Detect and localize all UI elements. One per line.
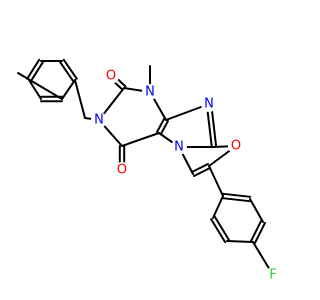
bond-line xyxy=(191,163,210,174)
bond-line xyxy=(249,198,264,223)
bond-line xyxy=(62,58,78,80)
bond-line xyxy=(221,197,251,203)
bond-line xyxy=(59,61,75,83)
molecule-structure: N N N N O O O F xyxy=(17,58,281,283)
bond-line xyxy=(192,166,211,177)
bond-line xyxy=(250,220,263,243)
bond-line xyxy=(208,165,224,197)
bond-line xyxy=(213,215,230,241)
bond-line xyxy=(159,120,169,136)
bond-line xyxy=(28,79,42,100)
atom-n-imine: N xyxy=(201,96,217,112)
atom-label-o-carbonyl-top: O xyxy=(106,69,116,84)
bond-line xyxy=(74,79,86,119)
bond-line xyxy=(226,240,254,243)
atom-o-carbonyl-top: O xyxy=(103,68,119,84)
atom-label-n-benzyl: N xyxy=(94,113,104,128)
atom-label-f-para: F xyxy=(269,268,276,283)
bond-line xyxy=(222,192,252,198)
bond-line xyxy=(29,61,44,83)
bond-line xyxy=(61,79,76,100)
atom-label-n-imine: N xyxy=(204,97,214,112)
atom-f-para: F xyxy=(265,267,281,283)
bond-line xyxy=(156,117,166,133)
atom-n-benzyl: N xyxy=(91,112,107,128)
bond-line xyxy=(212,195,224,219)
atom-label-n-bridge: N xyxy=(174,140,184,155)
atom-label-n-methyl: N xyxy=(145,85,155,100)
bond-line xyxy=(121,132,160,147)
atom-n-methyl: N xyxy=(142,84,158,100)
atom-label-o-carbonyl-bottom: O xyxy=(117,163,127,178)
atom-n-bridge: N xyxy=(171,139,187,155)
bond-line xyxy=(210,218,227,244)
atom-o-carbonyl-bottom: O xyxy=(114,162,130,178)
bond-line xyxy=(253,221,266,244)
bond-line xyxy=(26,58,41,80)
atom-label-o-ring: O xyxy=(231,139,241,154)
bond-line xyxy=(17,72,63,100)
atom-o-ring: O xyxy=(228,138,244,154)
